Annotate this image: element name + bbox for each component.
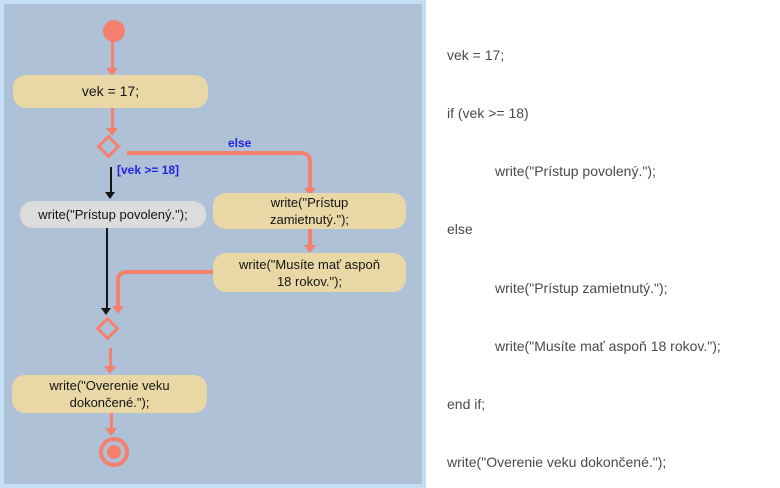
arrowhead-down-icon (106, 68, 118, 76)
action-done-line2: dokončené."); (69, 395, 150, 410)
code-line: else (447, 221, 473, 238)
action-done-line1: write("Overenie veku (49, 378, 170, 393)
edge-assign-to-decision (111, 108, 114, 129)
action-must-line1: write("Musíte mať aspoň (239, 256, 380, 272)
action-allowed: write("Prístup povolený."); (20, 201, 206, 228)
code-line: write("Musíte mať aspoň 18 rokov."); (495, 337, 721, 354)
code-line: vek = 17; (447, 46, 505, 63)
arrowhead-down-icon (101, 308, 111, 315)
edge-done-to-end (110, 413, 113, 429)
action-done: write("Overenie veku dokončené."); (12, 375, 207, 413)
action-denied-line2: zamietnutý."); (269, 212, 350, 227)
arrowhead-down-icon (106, 128, 118, 136)
edge-merge-to-done (109, 348, 112, 367)
action-assign: vek = 17; (13, 75, 208, 108)
action-denied: write("Prístup zamietnutý."); (213, 193, 406, 229)
code-line: write("Prístup zamietnutý."); (495, 279, 668, 296)
code-line: write("Overenie veku dokončené."); (447, 454, 667, 471)
arrowhead-down-icon (104, 366, 116, 374)
else-branch-label: else (228, 136, 252, 150)
arrowhead-down-icon (105, 192, 115, 199)
edge-must-to-merge (116, 270, 213, 307)
arrowhead-down-icon (304, 245, 316, 253)
arrowhead-down-icon (105, 428, 117, 436)
arrowhead-down-icon (112, 306, 124, 314)
edge-start-to-assign (111, 41, 114, 70)
edge-denied-to-must (308, 229, 312, 246)
action-denied-line1: write("Prístup (270, 195, 349, 210)
action-allowed-label: write("Prístup povolený."); (38, 207, 188, 222)
code-line: write("Prístup povolený."); (495, 163, 656, 180)
edge-allowed-to-merge (106, 228, 108, 309)
code-line: end if; (447, 396, 486, 413)
end-node-dot-icon (107, 445, 121, 459)
activity-diagram-panel: vek = 17; else [vek >= 18] write("Prístu… (0, 0, 426, 488)
edge-decision-to-allowed (110, 167, 112, 193)
action-assign-label: vek = 17; (81, 83, 140, 99)
start-node-icon (103, 20, 125, 42)
guard-label: [vek >= 18] (117, 163, 180, 177)
pseudocode-listing: vek = 17; if (vek >= 18) write("Prístup … (447, 7, 721, 488)
end-node-icon (99, 437, 129, 467)
action-must-line2: 18 rokov."); (276, 273, 343, 289)
code-line: if (vek >= 18) (447, 105, 529, 122)
arrowhead-down-icon (304, 188, 316, 196)
action-must: write("Musíte mať aspoň 18 rokov."); (213, 253, 406, 292)
edge-else-branch (127, 151, 312, 191)
